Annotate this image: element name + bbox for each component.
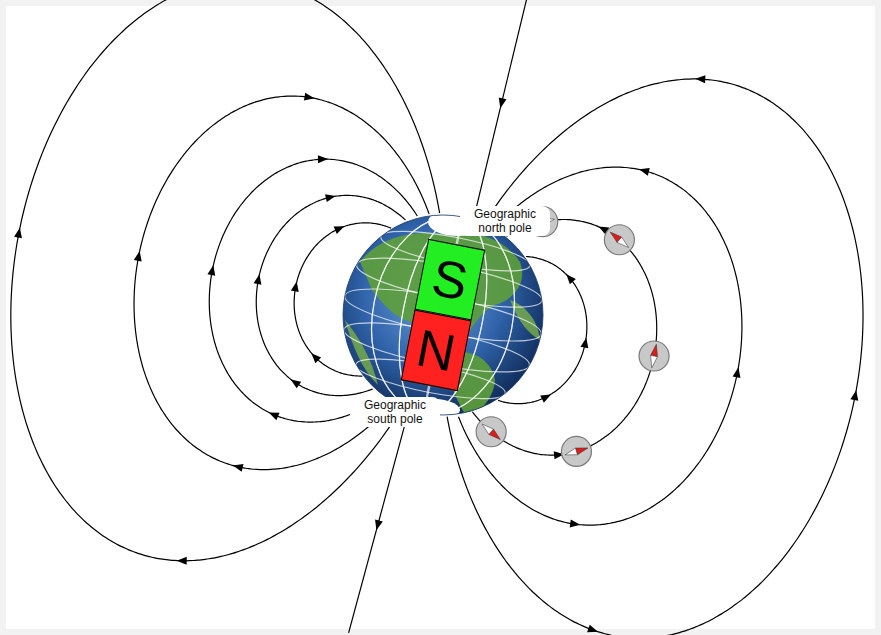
compass <box>561 436 591 466</box>
compass <box>604 225 634 255</box>
earth-outline <box>343 215 543 415</box>
field-arrow <box>207 264 217 275</box>
compass-body <box>639 341 669 371</box>
field-lines <box>11 0 863 635</box>
field-arrow <box>288 376 301 388</box>
field-line <box>349 418 407 633</box>
needle-south <box>564 448 578 458</box>
field-arrow <box>291 281 301 292</box>
pole-label: Geographic south pole <box>350 397 440 427</box>
needle-north <box>651 344 660 357</box>
compass-body <box>561 436 591 466</box>
field-arrow <box>580 337 590 348</box>
globe-grid <box>341 203 545 426</box>
field-arrow <box>563 272 576 285</box>
meridian <box>385 209 502 421</box>
pole-letter: N <box>412 319 460 381</box>
field-arrow <box>308 350 321 363</box>
compasses <box>476 207 669 467</box>
field-arrow <box>638 165 650 175</box>
compass-body <box>476 417 506 447</box>
field-arrow <box>733 367 743 378</box>
compass <box>639 341 669 371</box>
field-arrow <box>267 409 279 420</box>
compass <box>476 417 506 447</box>
earth <box>341 203 545 426</box>
field-arrow <box>372 520 382 532</box>
needle-north <box>575 445 589 455</box>
parallel <box>341 313 533 382</box>
field-arrow <box>318 155 328 163</box>
pole-letter: S <box>428 249 473 311</box>
field-arrow <box>232 462 244 472</box>
field-arrow <box>14 227 24 238</box>
meridian <box>355 203 531 426</box>
field-arrow <box>695 75 705 83</box>
field-arrow <box>177 557 187 565</box>
needle-south <box>480 421 494 434</box>
pole-label: Geographic north pole <box>460 206 550 236</box>
field-arrow <box>334 223 346 234</box>
field-line <box>475 0 527 211</box>
field-arrow <box>540 391 553 403</box>
needle-south <box>617 237 631 250</box>
field-arrow <box>587 625 599 635</box>
parallel <box>353 248 545 317</box>
meridian <box>385 209 502 421</box>
meridian <box>355 203 531 426</box>
field-arrow <box>304 93 315 102</box>
field-arrow <box>134 250 144 261</box>
field-arrow <box>325 192 336 202</box>
field-arrow <box>570 520 581 529</box>
field-arrow <box>254 273 264 284</box>
compass-body <box>604 225 634 255</box>
field-arrow <box>496 97 506 109</box>
needle-south <box>648 355 657 368</box>
field-arrow <box>850 389 860 400</box>
